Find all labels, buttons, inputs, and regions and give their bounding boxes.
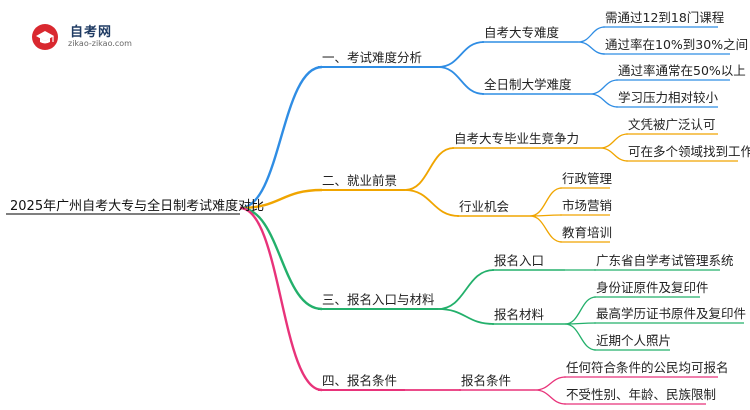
leaf-connector	[577, 26, 606, 43]
branch-conditions: 四、报名条件	[322, 373, 398, 388]
topic-connector	[437, 66, 485, 95]
leaf-connector	[529, 215, 563, 243]
site-logo[interactable]: 自考网 zikao-zikao.com	[30, 18, 180, 54]
leaf-connector	[534, 389, 567, 405]
branch-exam-difficulty: 一、考试难度分析	[322, 50, 423, 65]
root-topic: 2025年广州自考大专与全日制考试难度对比	[10, 199, 265, 214]
logo-name: 自考网	[70, 25, 113, 40]
leaf-exam-system: 广东省自学考试管理系统	[596, 253, 734, 268]
leaf-administration: 行政管理	[562, 171, 613, 186]
leaf-education-training: 教育培训	[562, 225, 613, 240]
leaf-connector	[564, 323, 597, 351]
topic-registration-portal: 报名入口	[494, 253, 545, 268]
branch-connector	[239, 65, 323, 210]
topic-connector	[437, 41, 485, 68]
leaf-diploma-certificate: 最高学历证书原件及复印件	[596, 306, 747, 321]
leaf-photo: 近期个人照片	[596, 333, 672, 348]
leaf-id-card: 身份证原件及复印件	[596, 280, 709, 295]
topic-connector	[404, 189, 460, 217]
leaf-marketing: 市场营销	[562, 198, 613, 213]
leaf-connector	[589, 79, 619, 95]
leaf-course-count: 需通过12到18门课程	[605, 10, 725, 25]
leaf-connector	[534, 376, 567, 391]
leaf-diploma-recognized: 文凭被广泛认可	[628, 117, 716, 132]
leaf-connector	[577, 41, 606, 55]
leaf-fulltime-pass-rate: 通过率通常在50%以上	[618, 63, 746, 78]
topic-registration-conditions: 报名条件	[461, 373, 512, 388]
leaf-study-pressure: 学习压力相对较小	[618, 90, 719, 105]
leaf-multiple-fields: 可在多个领域找到工作	[628, 144, 750, 159]
leaf-connector	[564, 296, 597, 325]
topic-fulltime-difficulty: 全日制大学难度	[484, 77, 572, 92]
topic-selfstudy-difficulty: 自考大专难度	[484, 25, 560, 40]
branch-connector	[239, 206, 323, 392]
topic-connector	[437, 308, 495, 325]
leaf-any-citizen: 任何符合条件的公民均可报名	[566, 360, 729, 375]
leaf-connector	[599, 133, 629, 149]
leaf-connector	[529, 187, 563, 217]
leaf-connector	[599, 147, 629, 162]
leaf-no-restrictions: 不受性别、年龄、民族限制	[566, 387, 717, 402]
topic-connector	[404, 147, 455, 191]
topic-registration-materials: 报名材料	[494, 307, 545, 322]
branch-connector	[239, 206, 323, 311]
leaf-connector	[589, 93, 619, 108]
graduation-cap-icon	[32, 24, 58, 50]
branch-employment: 二、就业前景	[322, 173, 398, 188]
logo-domain: zikao-zikao.com	[68, 39, 132, 48]
branch-registration: 三、报名入口与材料	[322, 292, 435, 307]
branch-connector	[239, 188, 323, 210]
leaf-selfstudy-pass-rate: 通过率在10%到30%之间	[605, 37, 749, 52]
topic-industry-opportunities: 行业机会	[459, 199, 510, 214]
topic-graduate-competitiveness: 自考大专毕业生竞争力	[454, 131, 580, 146]
topic-connector	[437, 269, 495, 310]
